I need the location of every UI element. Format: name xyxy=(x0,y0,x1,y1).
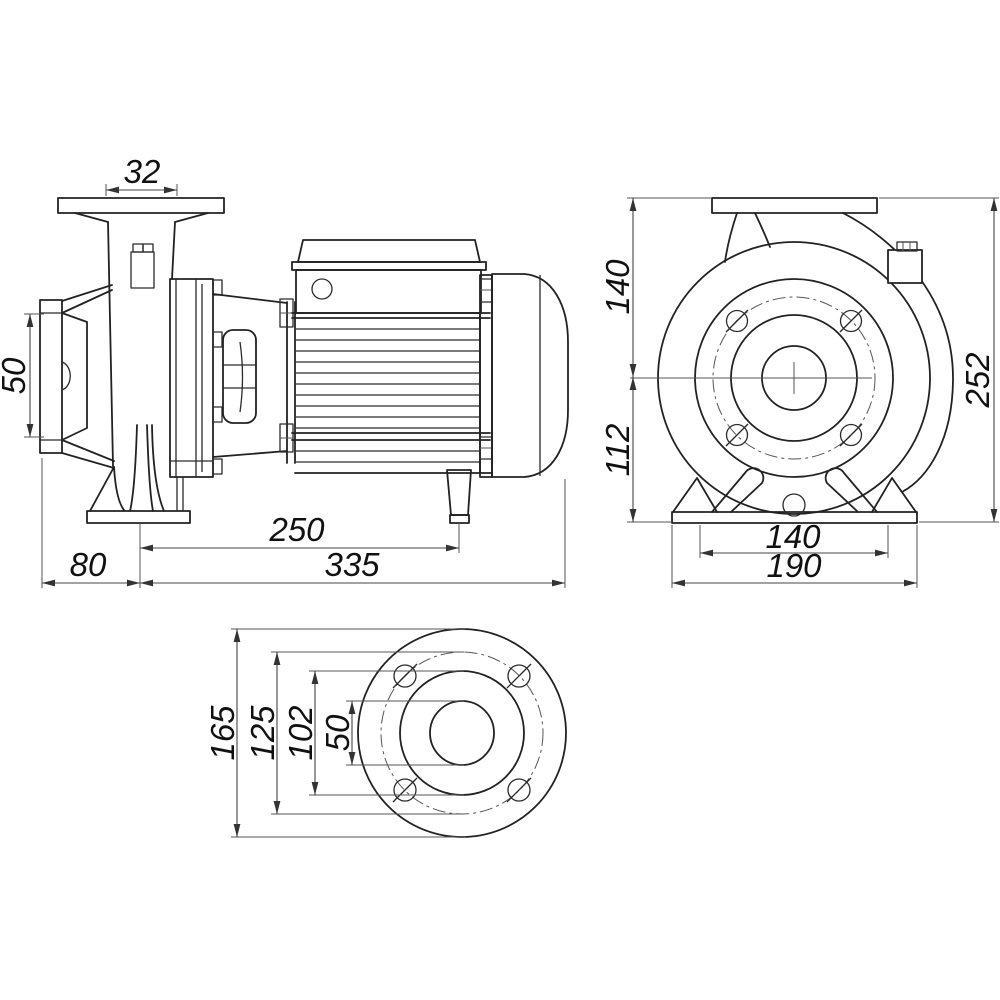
dim-label-165: 165 xyxy=(204,705,241,761)
dim-label-80: 80 xyxy=(70,546,107,583)
dim-label-125: 125 xyxy=(244,705,281,761)
dim-label-190: 190 xyxy=(766,547,822,584)
dimension-102: 102 xyxy=(282,670,464,796)
volute-spiral xyxy=(842,212,954,493)
dim-label-252: 252 xyxy=(959,352,996,408)
dimension-50-flange: 50 xyxy=(319,700,464,766)
motor-endbell xyxy=(479,274,493,478)
motor-terminal-box xyxy=(291,239,487,314)
pump-casing xyxy=(89,424,165,512)
flange-bore-circle xyxy=(429,700,495,766)
front-view: 140 112 252 140 190 xyxy=(599,197,999,588)
flange-view: 165 125 102 50 xyxy=(204,628,567,838)
dim-label-112: 112 xyxy=(599,424,636,477)
dimension-252: 252 xyxy=(879,197,999,523)
motor-cooling-fins xyxy=(291,312,493,474)
lantern-bracket xyxy=(212,293,288,458)
left-foot xyxy=(672,477,718,513)
right-gusset xyxy=(824,467,878,513)
inspection-window xyxy=(222,329,257,424)
center-cross xyxy=(630,362,872,394)
vent-plug xyxy=(130,243,155,289)
dimension-80-335: 80 335 xyxy=(41,458,566,588)
flange-bolt-holes xyxy=(392,663,532,803)
dimension-190: 190 xyxy=(671,525,918,588)
dim-label-335: 335 xyxy=(324,546,380,583)
dim-label-140-bottom: 140 xyxy=(765,518,821,555)
dimension-140-112: 140 112 xyxy=(599,197,712,523)
dimension-140-bottom: 140 xyxy=(699,518,889,558)
side-view: 32 50 250 80 335 xyxy=(0,153,569,588)
right-foot xyxy=(871,477,917,513)
dimension-suction-50: 50 xyxy=(0,313,44,438)
bolt-circle-front xyxy=(712,296,876,460)
casing-flange xyxy=(169,278,214,511)
pump-foot xyxy=(86,510,191,524)
dim-label-32: 32 xyxy=(124,153,161,190)
dimension-125: 125 xyxy=(244,651,464,815)
dimension-165: 165 xyxy=(204,628,466,838)
discharge-neck-front xyxy=(724,212,771,263)
cable-entry xyxy=(311,278,333,300)
motor-fan-cover xyxy=(491,273,569,478)
flange-spigot-circle xyxy=(399,670,525,796)
casing-rib xyxy=(176,477,184,511)
suction-bore-bump xyxy=(61,361,71,391)
dim-label-250: 250 xyxy=(268,511,325,548)
pump-base-front xyxy=(671,467,918,524)
plug-boss xyxy=(887,241,923,284)
dim-label-50-side: 50 xyxy=(0,357,32,394)
dim-label-102: 102 xyxy=(282,705,319,760)
dim-label-140-top: 140 xyxy=(599,259,636,315)
flange-outer-circle xyxy=(357,628,567,838)
dim-label-50-flange: 50 xyxy=(319,714,356,751)
motor-foot xyxy=(446,469,472,524)
casing-flange-bolts xyxy=(212,279,223,475)
left-gusset xyxy=(711,467,765,513)
motor-flange xyxy=(279,298,296,464)
discharge-pipe xyxy=(107,221,176,467)
anchor-hole xyxy=(782,493,806,517)
discharge-flange-front xyxy=(711,197,878,214)
discharge-flange xyxy=(57,197,225,214)
shaft-line xyxy=(223,341,256,413)
suction-flange xyxy=(39,299,71,454)
dimension-250: 250 xyxy=(140,511,460,553)
flange-bolt-holes-front xyxy=(725,309,863,447)
suction-cone xyxy=(61,284,115,469)
dimension-discharge-32: 32 xyxy=(105,153,178,196)
discharge-neck xyxy=(74,212,209,223)
